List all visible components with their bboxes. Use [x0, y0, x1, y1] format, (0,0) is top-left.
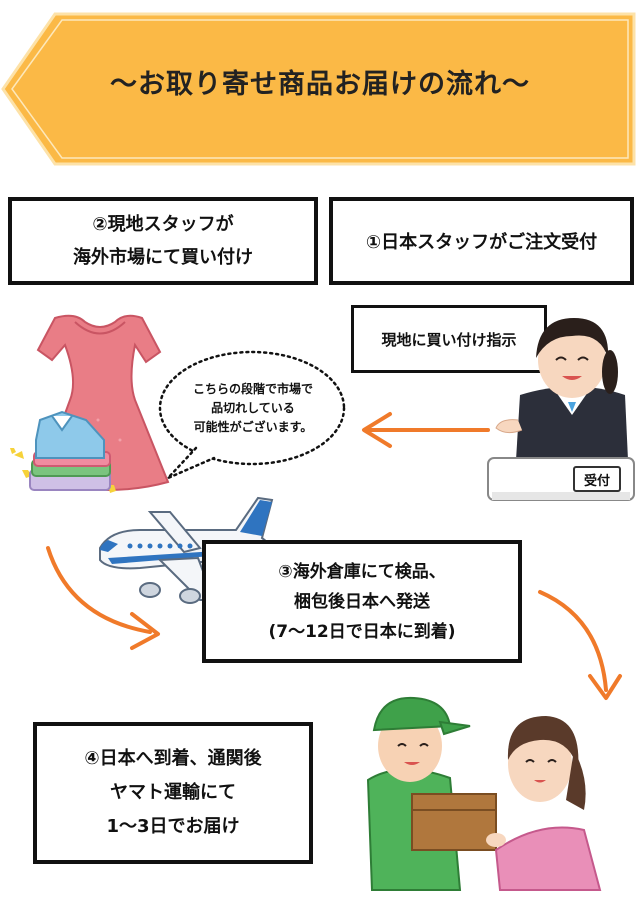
receptionist-illustration — [487, 318, 635, 501]
step1-box: ①日本スタッフがご注文受付 — [329, 197, 634, 285]
page-title: 〜お取り寄せ商品お届けの流れ〜 — [110, 69, 530, 100]
instruction-text: 現地に買い付け指示 — [381, 330, 517, 349]
delivery-handover-illustration — [366, 696, 602, 891]
arrow-to-overseas — [362, 412, 490, 448]
step3-line2: 梱包後日本へ発送 — [294, 591, 430, 612]
step4-line3: 1〜3日でお届け — [106, 816, 240, 837]
instruction-box: 現地に買い付け指示 — [351, 305, 547, 373]
folded-shirts-illustration — [10, 410, 116, 493]
step3-line1: ③海外倉庫にて検品、 — [278, 561, 446, 582]
step3-box: ③海外倉庫にて検品、 梱包後日本へ発送 (7〜12日で日本に到着) — [202, 540, 522, 663]
step2-line1: ②現地スタッフが — [92, 214, 234, 235]
step1-text: ①日本スタッフがご注文受付 — [365, 232, 598, 253]
title-banner — [1, 12, 636, 166]
bubble-line1: こちらの段階で市場で — [192, 382, 313, 396]
bubble-line3: 可能性がございます。 — [193, 420, 313, 434]
reception-desk-sign: 受付 — [573, 466, 621, 492]
step2-line2: 海外市場にて買い付け — [73, 247, 253, 268]
step2-box: ②現地スタッフが 海外市場にて買い付け — [8, 197, 318, 285]
bubble-line2: 品切れしている — [211, 401, 295, 415]
step4-box: ④日本へ到着、通関後 ヤマト運輸にて 1〜3日でお届け — [33, 722, 313, 864]
speech-bubble — [158, 350, 346, 480]
step3-line3: (7〜12日で日本に到着) — [268, 621, 456, 642]
step4-line1: ④日本へ到着、通関後 — [84, 748, 262, 769]
arrow-to-warehouse — [46, 546, 160, 650]
arrow-to-delivery — [538, 590, 622, 700]
step4-line2: ヤマト運輸にて — [110, 782, 236, 803]
stock-warning-bubble: こちらの段階で市場で 品切れしている 可能性がございます。 — [158, 380, 348, 437]
